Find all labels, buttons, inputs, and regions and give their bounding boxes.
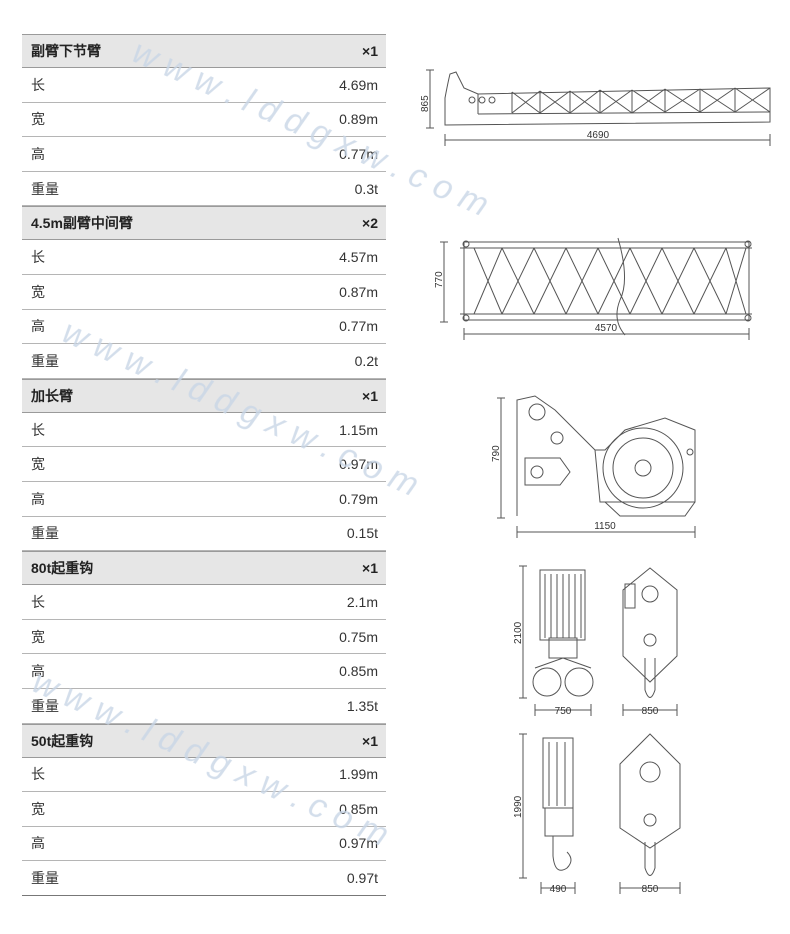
spec-row: 长 4.69m bbox=[22, 68, 386, 103]
d2-height-label: 770 bbox=[434, 271, 445, 288]
spec-row: 高 0.77m bbox=[22, 310, 386, 345]
spec-row: 高 0.77m bbox=[22, 137, 386, 172]
d2-width-label: 4570 bbox=[595, 323, 618, 334]
spec-value: 4.57m bbox=[339, 249, 378, 266]
spec-label: 高 bbox=[31, 663, 45, 680]
group-quantity: ×2 bbox=[362, 215, 378, 232]
spec-value: 0.77m bbox=[339, 318, 378, 335]
spec-row: 重量 0.97t bbox=[22, 861, 386, 896]
group-quantity: ×1 bbox=[362, 387, 378, 404]
spec-label: 长 bbox=[31, 76, 45, 93]
spec-value: 0.97t bbox=[346, 870, 378, 887]
spec-label: 高 bbox=[31, 145, 45, 162]
group-title: 加长臂 bbox=[31, 387, 73, 404]
spec-value: 0.85m bbox=[339, 663, 378, 680]
spec-value: 0.89m bbox=[339, 111, 378, 128]
spec-label: 高 bbox=[31, 490, 45, 507]
spec-label: 重量 bbox=[31, 870, 59, 887]
drawing-extension-jib: 790 1150 bbox=[491, 395, 696, 538]
spec-value: 0.77m bbox=[339, 145, 378, 162]
group-header: 副臂下节臂 ×1 bbox=[22, 34, 386, 68]
spec-value: 0.75m bbox=[339, 628, 378, 645]
spec-label: 重量 bbox=[31, 180, 59, 197]
spec-value: 0.3t bbox=[354, 180, 378, 197]
spec-value: 1.15m bbox=[339, 421, 378, 438]
spec-label: 长 bbox=[31, 421, 45, 438]
spec-value: 0.85m bbox=[339, 800, 378, 817]
d4-front-width-label: 850 bbox=[642, 706, 659, 717]
spec-row: 长 4.57m bbox=[22, 240, 386, 275]
group-title: 80t起重钩 bbox=[31, 560, 94, 577]
spec-row: 高 0.79m bbox=[22, 482, 386, 517]
spec-row: 重量 1.35t bbox=[22, 689, 386, 724]
spec-row: 高 0.85m bbox=[22, 654, 386, 689]
group-quantity: ×1 bbox=[362, 732, 378, 749]
d1-width-label: 4690 bbox=[587, 130, 610, 141]
drawing-lower-jib: 865 4690 bbox=[420, 69, 771, 146]
group-header: 80t起重钩 ×1 bbox=[22, 551, 386, 586]
spec-row: 长 1.99m bbox=[22, 758, 386, 793]
spec-label: 宽 bbox=[31, 628, 45, 645]
group-title: 50t起重钩 bbox=[31, 732, 94, 749]
spec-value: 2.1m bbox=[346, 593, 378, 610]
spec-row: 宽 0.97m bbox=[22, 447, 386, 482]
spec-row: 重量 0.15t bbox=[22, 517, 386, 552]
d5-side-width-label: 490 bbox=[550, 884, 567, 895]
d4-height-label: 2100 bbox=[513, 621, 524, 644]
spec-value: 1.99m bbox=[339, 766, 378, 783]
drawing-50t-hook: 1990 490 850 bbox=[513, 733, 681, 895]
spec-label: 宽 bbox=[31, 283, 45, 300]
d3-width-label: 1150 bbox=[594, 521, 616, 532]
d4-side-width-label: 750 bbox=[555, 706, 572, 717]
group-quantity: ×1 bbox=[362, 560, 378, 577]
group-header: 加长臂 ×1 bbox=[22, 378, 386, 413]
d5-height-label: 1990 bbox=[513, 795, 524, 818]
spec-value: 0.97m bbox=[339, 456, 378, 473]
spec-label: 高 bbox=[31, 318, 45, 335]
spec-value: 0.15t bbox=[346, 525, 378, 542]
spec-row: 宽 0.75m bbox=[22, 620, 386, 655]
drawing-80t-hook: 2100 750 850 bbox=[513, 565, 678, 717]
spec-label: 宽 bbox=[31, 800, 45, 817]
spec-value: 0.87m bbox=[339, 283, 378, 300]
group-title: 4.5m副臂中间臂 bbox=[31, 215, 133, 232]
spec-row: 宽 0.85m bbox=[22, 792, 386, 827]
spec-label: 宽 bbox=[31, 456, 45, 473]
group-quantity: ×1 bbox=[362, 43, 378, 59]
spec-row: 宽 0.89m bbox=[22, 103, 386, 138]
d3-height-label: 790 bbox=[491, 445, 502, 462]
spec-value: 0.79m bbox=[339, 490, 378, 507]
drawing-intermediate-jib: 770 4570 bbox=[434, 237, 752, 340]
d5-front-width-label: 850 bbox=[642, 884, 659, 895]
spec-label: 重量 bbox=[31, 525, 59, 542]
spec-value: 0.97m bbox=[339, 835, 378, 852]
spec-label: 重量 bbox=[31, 697, 59, 714]
spec-row: 重量 0.3t bbox=[22, 172, 386, 207]
spec-label: 宽 bbox=[31, 111, 45, 128]
spec-value: 4.69m bbox=[339, 76, 378, 93]
spec-label: 长 bbox=[31, 249, 45, 266]
spec-value: 0.2t bbox=[354, 352, 378, 369]
spec-row: 重量 0.2t bbox=[22, 344, 386, 379]
group-header: 50t起重钩 ×1 bbox=[22, 723, 386, 758]
group-header: 4.5m副臂中间臂 ×2 bbox=[22, 206, 386, 241]
spec-value: 1.35t bbox=[346, 697, 378, 714]
spec-row: 长 2.1m bbox=[22, 585, 386, 620]
d1-height-label: 865 bbox=[420, 95, 431, 112]
spec-label: 高 bbox=[31, 835, 45, 852]
spec-label: 长 bbox=[31, 593, 45, 610]
spec-label: 长 bbox=[31, 766, 45, 783]
spec-row: 长 1.15m bbox=[22, 413, 386, 448]
spec-row: 高 0.97m bbox=[22, 827, 386, 862]
group-title: 副臂下节臂 bbox=[31, 43, 101, 59]
spec-label: 重量 bbox=[31, 352, 59, 369]
spec-table: 副臂下节臂 ×1 长 4.69m 宽 0.89m 高 0.77m 重量 0.3t 4.5m副臂中间臂… bbox=[22, 34, 386, 896]
spec-row: 宽 0.87m bbox=[22, 275, 386, 310]
